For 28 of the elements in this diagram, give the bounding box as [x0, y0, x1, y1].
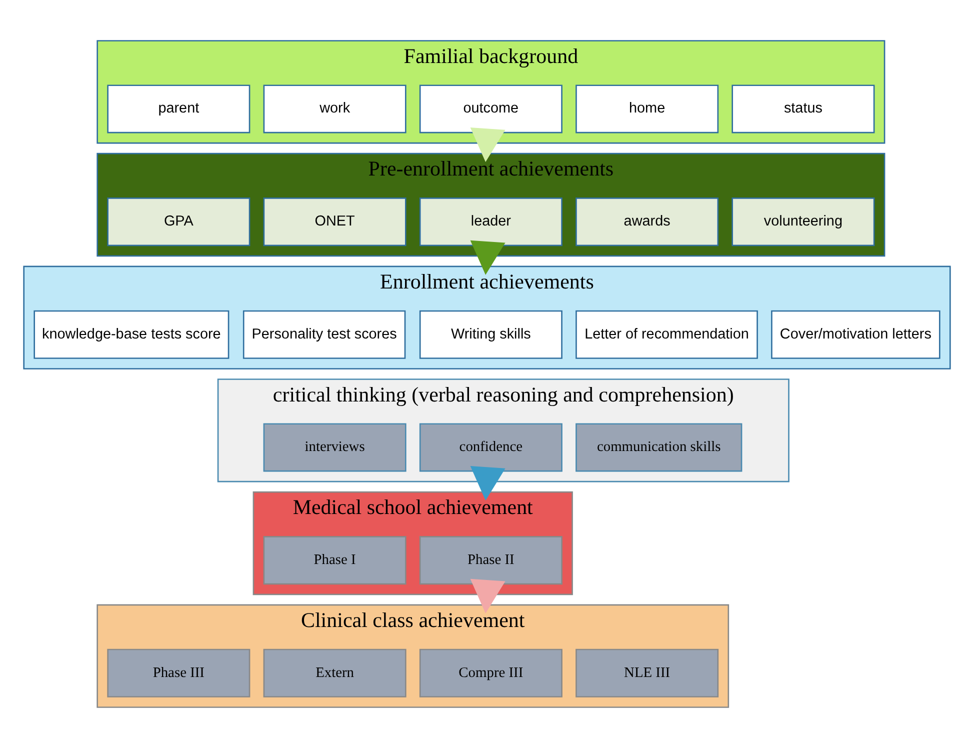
- node-box: NLE III: [576, 648, 719, 697]
- node-box: confidence: [419, 422, 562, 472]
- node-box: GPA: [107, 197, 250, 246]
- arrow: [470, 127, 506, 162]
- node-box: Phase III: [107, 648, 250, 697]
- node-box: parent: [107, 84, 250, 133]
- node-box: leader: [419, 197, 562, 246]
- node-box: Compre III: [419, 648, 562, 697]
- node-box: Extern: [263, 648, 406, 697]
- node-box: ONET: [263, 197, 406, 246]
- node-box: knowledge-base tests score: [34, 310, 230, 358]
- node-box: Phase II: [419, 536, 562, 584]
- arrow: [470, 240, 506, 274]
- node-box: Letter of recommendation: [576, 310, 758, 358]
- arrow: [470, 466, 506, 500]
- node-box: Phase I: [263, 536, 406, 584]
- arrow: [470, 578, 506, 613]
- node-box: communication skills: [576, 422, 742, 472]
- node-box: outcome: [419, 84, 562, 133]
- node-box: volunteering: [732, 197, 875, 246]
- node-box: Writing skills: [419, 310, 562, 358]
- node-box: Cover/motivation letters: [771, 310, 940, 358]
- node-box: home: [576, 84, 719, 133]
- node-box: interviews: [263, 422, 406, 472]
- node-box: status: [732, 84, 875, 133]
- node-box: Personality test scores: [242, 310, 406, 358]
- node-box: work: [263, 84, 406, 133]
- node-box: awards: [576, 197, 719, 246]
